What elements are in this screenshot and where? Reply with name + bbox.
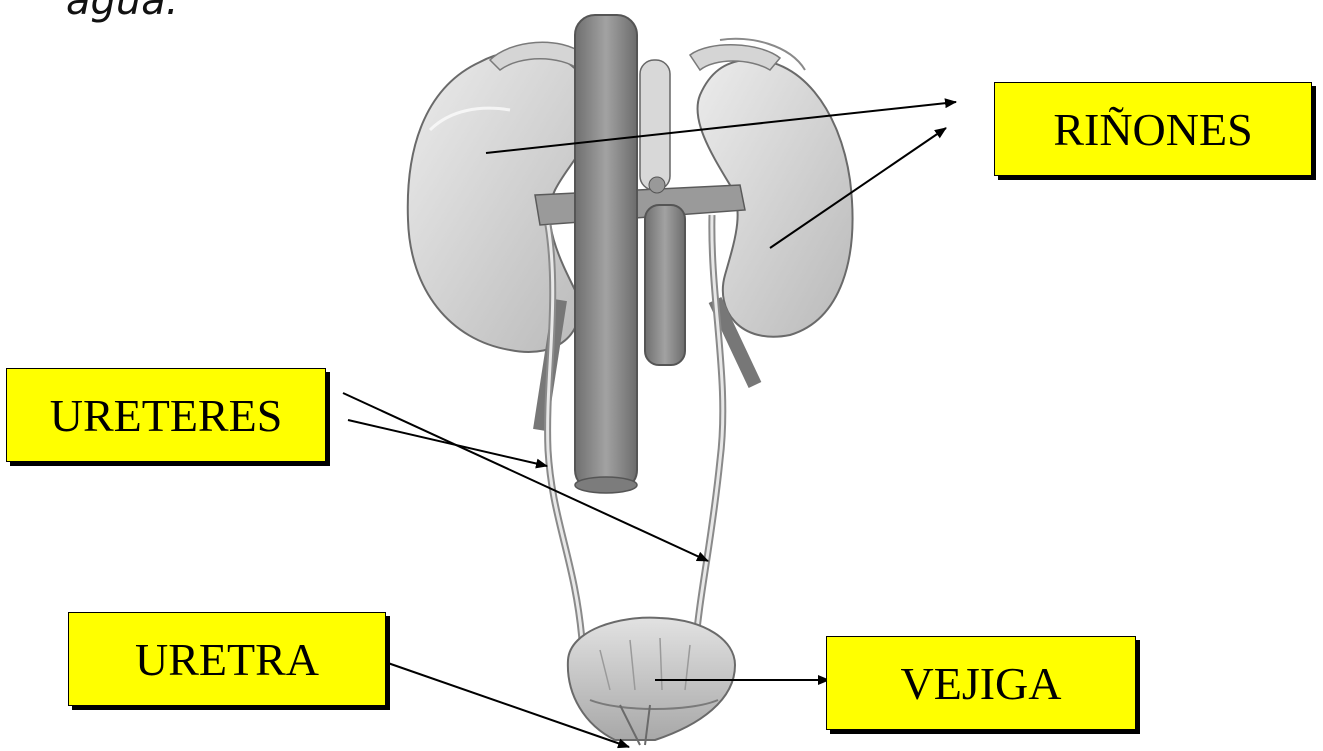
arrow-ureter-left bbox=[348, 420, 547, 466]
label-vejiga: VEJIGA bbox=[826, 636, 1136, 730]
bladder bbox=[568, 618, 735, 745]
label-uretra: URETRA bbox=[68, 612, 386, 706]
label-rinones: RIÑONES bbox=[994, 82, 1312, 176]
vena-cava bbox=[575, 15, 637, 490]
label-ureteres: URETERES bbox=[6, 368, 326, 462]
arrow-ureter-right bbox=[343, 393, 708, 561]
